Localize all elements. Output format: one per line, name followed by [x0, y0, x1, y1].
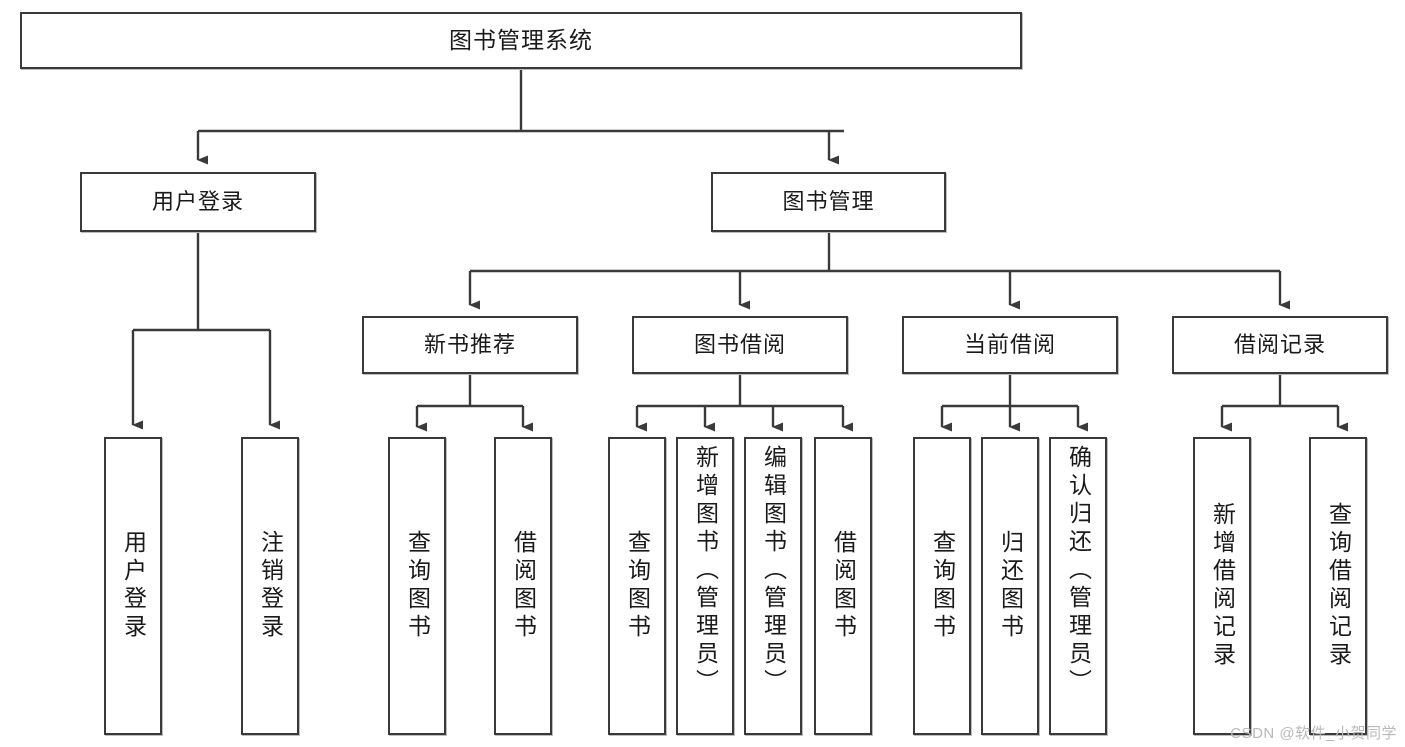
node-label: 借阅图书 — [510, 530, 537, 642]
node-label: 注销登录 — [257, 530, 284, 642]
node-label: 借阅图书 — [830, 530, 857, 642]
node-user-login[interactable]: 用户登录 — [80, 172, 316, 232]
node-leaf-add-record[interactable]: 新增借阅记录 — [1193, 437, 1251, 735]
node-label: 查询图书 — [929, 530, 956, 642]
node-leaf-edit-book[interactable]: 编辑图书（管理员） — [744, 437, 802, 735]
node-new-book-rec[interactable]: 新书推荐 — [362, 316, 578, 374]
node-leaf-query-book-1[interactable]: 查询图书 — [388, 437, 446, 735]
node-leaf-add-book[interactable]: 新增图书（管理员） — [676, 437, 734, 735]
node-label: 图书管理 — [782, 189, 875, 215]
node-label: 用户登录 — [120, 530, 147, 642]
node-label: 新增借阅记录 — [1209, 502, 1236, 670]
node-leaf-logout[interactable]: 注销登录 — [241, 437, 299, 735]
node-book-borrow[interactable]: 图书借阅 — [632, 316, 848, 374]
node-label: 借阅记录 — [1233, 332, 1326, 358]
node-label: 新增图书（管理员） — [692, 445, 719, 697]
node-leaf-borrow-book-2[interactable]: 借阅图书 — [814, 437, 872, 735]
node-label: 图书借阅 — [693, 332, 786, 358]
node-leaf-borrow-book-1[interactable]: 借阅图书 — [494, 437, 552, 735]
node-label: 查询图书 — [404, 530, 431, 642]
node-borrow-record[interactable]: 借阅记录 — [1172, 316, 1388, 374]
node-label: 用户登录 — [151, 189, 244, 215]
watermark-text: CSDN @软件_小贺同学 — [1230, 725, 1397, 742]
node-leaf-query-book-2[interactable]: 查询图书 — [608, 437, 666, 735]
node-label: 确认归还（管理员） — [1065, 445, 1092, 697]
node-label: 当前借阅 — [963, 332, 1056, 358]
node-label: 查询借阅记录 — [1325, 502, 1352, 670]
node-leaf-confirm-return[interactable]: 确认归还（管理员） — [1049, 437, 1107, 735]
node-label: 编辑图书（管理员） — [760, 445, 787, 697]
node-label: 新书推荐 — [423, 332, 516, 358]
node-label: 查询图书 — [624, 530, 651, 642]
node-leaf-query-record[interactable]: 查询借阅记录 — [1309, 437, 1367, 735]
node-label: 归还图书 — [997, 530, 1024, 642]
node-root-system[interactable]: 图书管理系统 — [20, 12, 1022, 69]
node-leaf-return-book[interactable]: 归还图书 — [981, 437, 1039, 735]
node-leaf-query-book-3[interactable]: 查询图书 — [913, 437, 971, 735]
node-current-borrow[interactable]: 当前借阅 — [902, 316, 1118, 374]
node-book-manage[interactable]: 图书管理 — [711, 172, 946, 232]
node-label: 图书管理系统 — [449, 27, 593, 54]
node-leaf-user-login[interactable]: 用户登录 — [104, 437, 162, 735]
